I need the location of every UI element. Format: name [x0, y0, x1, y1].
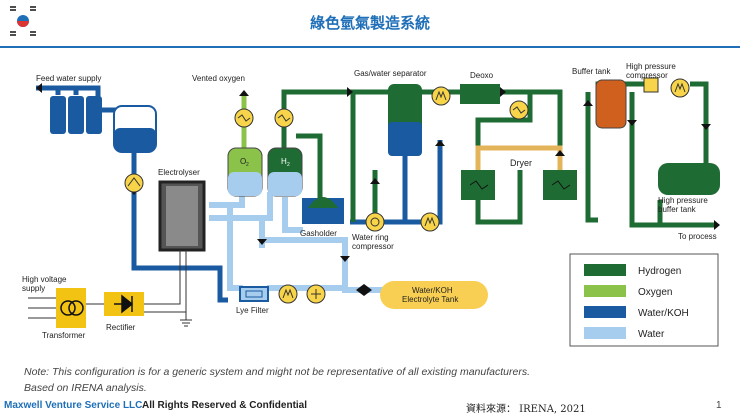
lye-pump-icon [278, 284, 298, 304]
label-electrolyser: Electrolyser [158, 168, 200, 177]
label-o2-sub: 2 [246, 162, 249, 168]
label-buffer-tank: Buffer tank [572, 67, 612, 76]
label-water-ring-line1: Water ring [352, 233, 389, 242]
gasholder-tank [302, 197, 344, 224]
legend-water-koh: Water/KOH [638, 308, 689, 319]
label-deoxo: Deoxo [470, 71, 494, 80]
footnote-source-analysis: Based on IRENA analysis. [24, 382, 147, 394]
legend-water: Water [638, 329, 665, 340]
label-hp-compressor-line1: High pressure [626, 62, 676, 71]
company-logo-icon [10, 6, 36, 36]
label-dryer: Dryer [510, 158, 532, 168]
buffer-tank [595, 79, 627, 129]
label-to-process: To process [678, 232, 717, 241]
deoxo-cooler-icon [509, 100, 529, 120]
label-water-ring-line2: compressor [352, 242, 394, 251]
header-divider [0, 46, 740, 48]
page-title: 綠色氫氣製造系統 [309, 14, 430, 32]
legend: Hydrogen Oxygen Water/KOH Water [569, 253, 719, 347]
label-gasholder: Gasholder [300, 229, 337, 238]
legend-hydrogen: Hydrogen [638, 266, 681, 277]
legend-swatch-water-koh [584, 306, 626, 318]
label-o2: O [240, 157, 246, 166]
rectifier-unit [104, 292, 144, 316]
flow-arrows [36, 83, 720, 262]
label-high-voltage-line1: High voltage [22, 275, 67, 284]
footer-company: Maxwell Venture Service LLC [4, 400, 143, 411]
label-h2: H [281, 157, 287, 166]
label-hp-buffer-line2: buffer tank [658, 205, 697, 214]
feed-water-filters [50, 96, 102, 134]
transformer-unit [56, 288, 86, 328]
dryer-loop [475, 145, 563, 170]
high-pressure-compressor-icon [643, 77, 690, 98]
label-h2-sub: 2 [287, 162, 290, 168]
deoxo-motor-icon [431, 86, 451, 106]
footer-rights: All Rights Reserved & Confidential [142, 400, 308, 411]
label-lye-filter: Lye Filter [236, 306, 269, 315]
legend-swatch-hydrogen [584, 264, 626, 276]
feed-pump-icon [124, 173, 144, 193]
feed-water-tank [113, 105, 157, 153]
dryer-columns [461, 170, 577, 200]
electrolyte-tank [380, 281, 488, 309]
legend-swatch-water [584, 327, 626, 339]
legend-oxygen: Oxygen [638, 287, 672, 298]
label-feed-water-supply: Feed water supply [36, 74, 101, 83]
label-hp-compressor-line2: compressor [626, 71, 668, 80]
electrolyser-stack [158, 180, 206, 320]
label-vented-oxygen: Vented oxygen [192, 74, 245, 83]
deoxo-unit [460, 84, 500, 104]
label-high-voltage-line2: supply [22, 284, 45, 293]
oxygen-separator [227, 147, 263, 197]
label-gas-water-separator: Gas/water separator [354, 69, 427, 78]
tank-valve-icon [356, 284, 372, 296]
lye-filter [239, 286, 269, 302]
legend-swatch-oxygen [584, 285, 626, 297]
label-tank-line2: Electrolyte Tank [402, 295, 459, 304]
label-rectifier: Rectifier [106, 323, 136, 332]
hydrogen-separator [267, 147, 303, 197]
electrolysis-process-diagram: Hydrogen Oxygen Water/KOH Water Feed wat… [22, 62, 720, 347]
label-transformer: Transformer [42, 331, 86, 340]
footnote-configuration: Note: This configuration is for a generi… [24, 366, 530, 378]
lye-circulation-pump-icon [306, 284, 326, 304]
label-tank-line1: Water/KOH [412, 286, 453, 295]
label-hp-buffer-line1: High pressure [658, 196, 708, 205]
gas-water-separator [388, 84, 422, 156]
page-number: 1 [716, 400, 722, 411]
high-pressure-buffer-tank [658, 163, 720, 195]
footer-source: 資料來源： IRENA, 2021 [466, 404, 586, 415]
power-wiring [28, 297, 192, 327]
water-ring-compressor-icon [365, 212, 385, 232]
hydrogen-pipes [281, 81, 715, 228]
water-pump-icon [420, 212, 440, 232]
